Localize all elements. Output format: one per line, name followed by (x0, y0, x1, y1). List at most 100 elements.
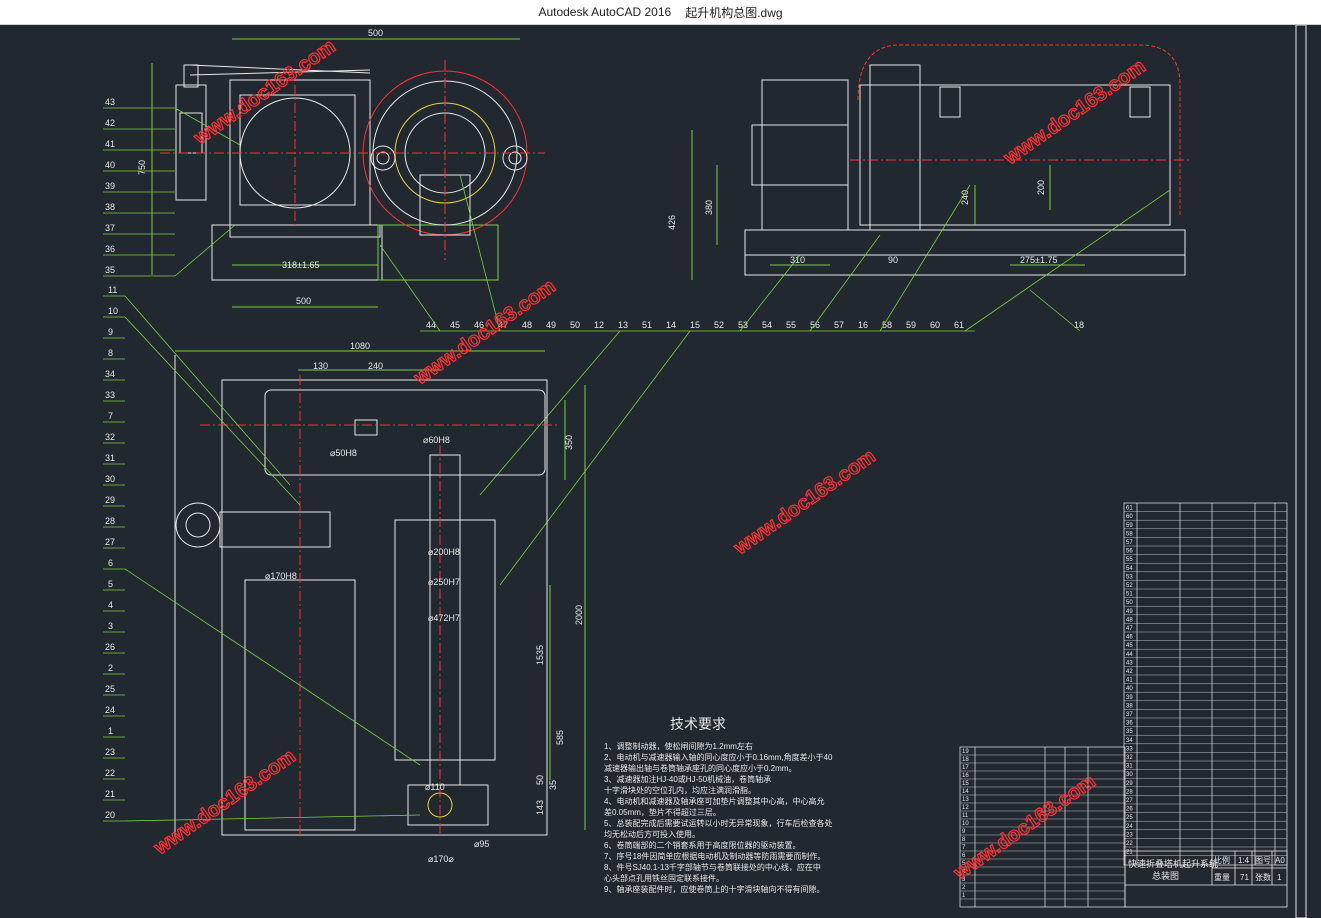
bom-right-row-number: 32 (1126, 755, 1133, 761)
title-scale-label: 比例 (1214, 855, 1230, 865)
balloon-21: 21 (105, 789, 115, 799)
balloon-20: 20 (105, 810, 115, 820)
bom-right-row-number: 43 (1126, 660, 1133, 666)
watermark-1: www.doc163.com (189, 35, 339, 149)
bom-right-row-number: 26 (1126, 807, 1133, 813)
bom-right-row-number: 55 (1126, 557, 1133, 563)
bom-right-row-number: 59 (1126, 523, 1133, 529)
balloon-2: 2 (108, 663, 113, 673)
bom-right-row-number: 21 (1126, 850, 1133, 856)
bom-right-row-number: 23 (1126, 832, 1133, 838)
balloon-46: 46 (474, 320, 484, 330)
balloon-16: 16 (858, 320, 868, 330)
tech-req-item-11: 7、序号18件因简单应根据电动机及制动器等防雨需要而制作。 (604, 851, 825, 861)
bom-right-row-number: 44 (1126, 652, 1133, 658)
bom-right-row-number: 38 (1126, 703, 1133, 709)
bom-right-row-number: 34 (1126, 738, 1133, 744)
technical-requirements: 技术要求 1、调整制动器，使松闸间隙为1.2mm左右 2、电动机与减速器输入轴的… (604, 716, 833, 894)
view-bottom-plan (174, 350, 586, 836)
dim-130: 130 (313, 361, 328, 371)
balloon-50: 50 (570, 320, 580, 330)
drawing-canvas[interactable]: 500 750 318±1.65 500 43 42 41 40 39 38 3… (0, 25, 1321, 918)
bom-right-row-number: 39 (1126, 695, 1133, 701)
dim-585: 585 (555, 730, 565, 745)
title-sheets-value: 1 (1277, 873, 1282, 882)
bom-right-row-number: 50 (1126, 600, 1133, 606)
bom-left-row-number: 14 (962, 789, 969, 795)
balloon-38: 38 (105, 202, 115, 212)
watermark-6: www.doc163.com (949, 770, 1099, 884)
bom-right-row-number: 51 (1126, 592, 1133, 598)
dim-90: 90 (888, 255, 898, 265)
bom-left-row-number: 18 (962, 757, 969, 763)
balloon-58: 58 (882, 320, 892, 330)
title-block (1124, 850, 1288, 908)
dim-1535: 1535 (535, 645, 545, 665)
tech-req-item-13: 心头部点孔用铁丝固定联系接件。 (604, 873, 724, 883)
tech-req-item-9: 均无松动后方可投入使用。 (604, 829, 700, 839)
sheet-border-right (1295, 25, 1307, 918)
dim-35: 35 (548, 780, 558, 790)
tech-req-item-8: 5、总装配完成后需要试运转以小时无异常现象，行车后检查各处 (604, 818, 832, 828)
bom-left-row-number: 2 (962, 885, 966, 891)
balloon-30: 30 (105, 474, 115, 484)
bom-left-row-number: 12 (962, 805, 969, 811)
balloon-43: 43 (105, 97, 115, 107)
balloon-11: 11 (108, 285, 117, 295)
balloon-7: 7 (108, 411, 113, 421)
bom-right-row-number: 37 (1126, 712, 1133, 718)
dim-310: 310 (790, 255, 805, 265)
title-figno-value: A0 (1275, 856, 1285, 865)
bom-left-row-number: 7 (962, 845, 966, 851)
balloon-25: 25 (105, 684, 115, 694)
tech-req-item-6: 4、电动机和减速器及轴承座可加垫片调整其中心高，中心高允 (604, 796, 824, 806)
balloon-4: 4 (108, 600, 113, 610)
dim-phi250: ⌀250H7 (428, 577, 460, 587)
balloon-5: 5 (108, 579, 113, 589)
bom-right-row-number: 24 (1126, 824, 1133, 830)
bom-right-rows: 6160595857565554535251504948474645444342… (1124, 506, 1287, 856)
balloon-56: 56 (810, 320, 820, 330)
balloon-34: 34 (105, 369, 115, 379)
dim-phi60: ⌀60H8 (423, 435, 450, 445)
bom-right-row-number: 53 (1126, 574, 1133, 580)
balloons-left-top: 43 42 41 40 39 38 37 36 35 (103, 97, 241, 277)
balloon-39: 39 (105, 181, 115, 191)
tech-req-item-7: 差0.05mm，垫片不得超过三层。 (604, 807, 721, 817)
app-title: Autodesk AutoCAD 2016 (538, 5, 672, 19)
bom-right-row-number: 30 (1126, 772, 1133, 778)
bom-right-row-number: 45 (1126, 643, 1133, 649)
bom-table-right (1123, 502, 1288, 866)
balloon-54: 54 (762, 320, 772, 330)
dim-240-top: 240 (960, 190, 970, 205)
bom-right-row-number: 54 (1126, 566, 1133, 572)
dim-1080: 1080 (350, 341, 370, 351)
balloon-36: 36 (105, 244, 115, 254)
bom-left-row-number: 17 (962, 765, 969, 771)
dim-phi170: ⌀170H8 (265, 571, 297, 581)
cad-drawing[interactable]: 500 750 318±1.65 500 43 42 41 40 39 38 3… (0, 25, 1321, 918)
bom-right-row-number: 46 (1126, 635, 1133, 641)
balloon-48: 48 (522, 320, 532, 330)
dim-350: 350 (564, 435, 574, 450)
tech-req-item-2: 2、电动机与减速器输入轴的同心度应小于0.16mm,角度差小于40 (604, 752, 833, 762)
title-weight-label: 重量 (1214, 872, 1230, 882)
balloon-57: 57 (834, 320, 844, 330)
balloon-28: 28 (105, 516, 115, 526)
balloon-18: 18 (1074, 320, 1084, 330)
bom-right-row-number: 58 (1126, 531, 1133, 537)
title-figno-label: 图号 (1255, 856, 1271, 865)
title-subtitle: 总装图 (1152, 870, 1179, 881)
title-sheets-label: 张数 (1255, 872, 1271, 882)
balloon-23: 23 (105, 747, 115, 757)
dim-426: 426 (667, 215, 677, 230)
bom-right-row-number: 47 (1126, 626, 1133, 632)
dim-500-top: 500 (368, 28, 383, 38)
balloon-40: 40 (105, 160, 115, 170)
dim-143: 143 (535, 800, 545, 815)
balloon-10: 10 (108, 306, 118, 316)
balloon-22: 22 (105, 768, 115, 778)
bom-left-row-number: 9 (962, 829, 966, 835)
bom-left-row-number: 3 (962, 877, 966, 883)
bom-right-row-number: 33 (1126, 746, 1133, 752)
